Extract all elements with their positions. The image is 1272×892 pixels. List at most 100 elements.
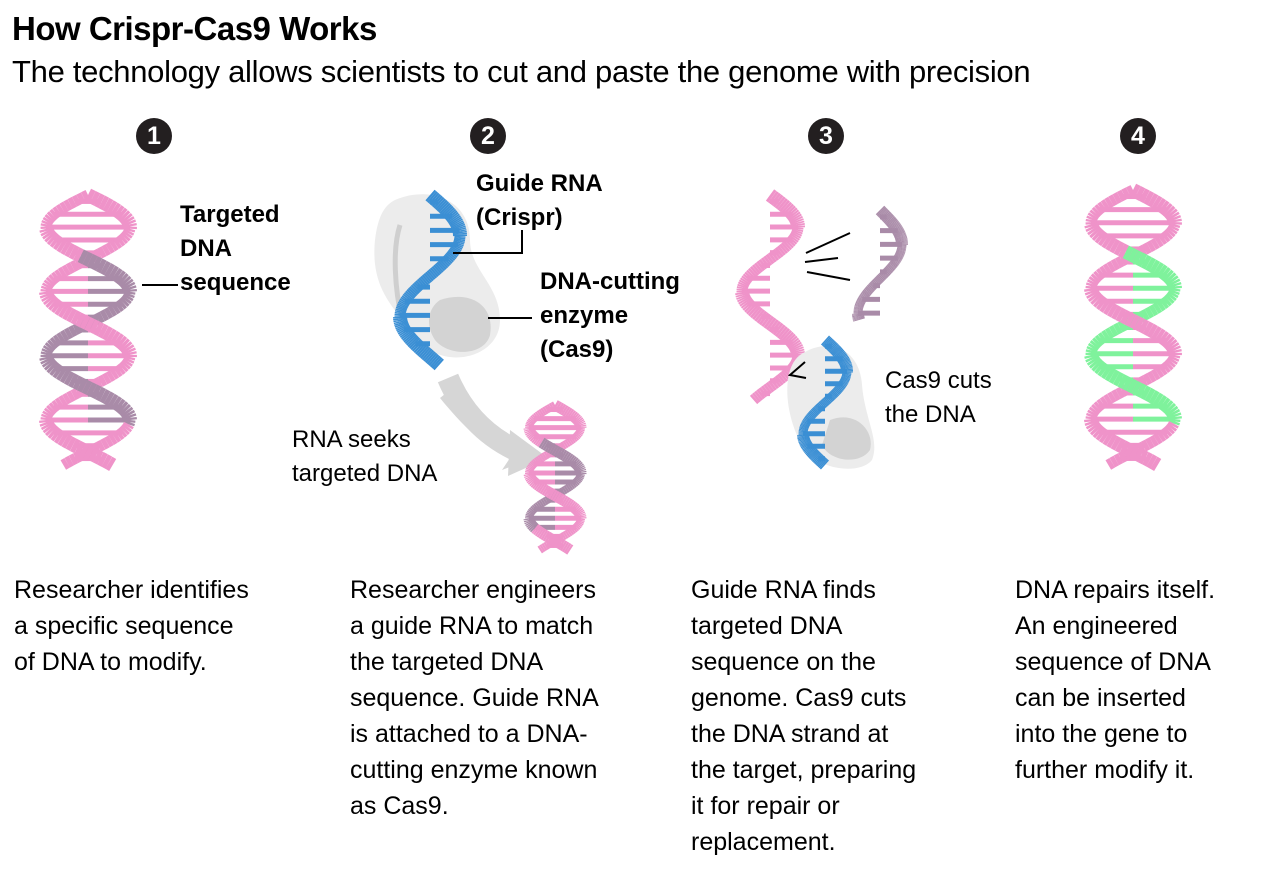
backbone-segment: [1104, 327, 1115, 340]
backbone-segment: [526, 429, 536, 438]
backbone-segment: [1089, 209, 1100, 219]
backbone-segment: [540, 438, 549, 450]
backbone-segment: [892, 257, 901, 263]
backbone-segment: [1089, 226, 1102, 239]
backbone-segment: [875, 205, 886, 216]
backbone-segment: [49, 362, 61, 376]
backbone-segment: [120, 360, 131, 370]
backbone-segment: [58, 395, 68, 407]
backbone-segment: [1129, 314, 1141, 330]
backbone-segment: [526, 465, 535, 471]
backbone-segment: [573, 507, 584, 516]
backbone-segment: [576, 474, 584, 480]
backbone-segment: [415, 280, 425, 290]
backbone-segment: [122, 347, 136, 356]
backbone-segment: [840, 378, 849, 384]
backbone-segment: [1085, 420, 1100, 430]
backbone-segment: [574, 463, 584, 471]
backbone-segment: [526, 510, 535, 516]
backbone-segment: [569, 435, 576, 444]
backbone-segment: [834, 385, 843, 393]
backbone-segment: [1137, 449, 1149, 465]
backbone-segment: [403, 292, 414, 301]
backbone-segment: [1168, 222, 1181, 229]
backbone-segment: [738, 279, 750, 287]
backbone-segment: [1113, 241, 1125, 256]
backbone-segment: [39, 355, 54, 361]
backbone-segment: [526, 520, 536, 528]
backbone-segment: [433, 264, 443, 275]
backbone-segment: [1086, 215, 1098, 222]
backbone-segment: [567, 482, 574, 491]
backbone-segment: [1090, 273, 1101, 284]
backbone-segment: [73, 247, 84, 263]
backbone-segment: [791, 229, 803, 235]
backbone-segment: [117, 427, 128, 438]
backbone-segment: [565, 544, 574, 555]
backbone-segment: [833, 386, 842, 395]
backbone-segment: [120, 231, 131, 242]
backbone-segment: [560, 532, 567, 541]
backbone-segment: [46, 404, 57, 415]
backbone-segment: [1084, 288, 1099, 296]
backbone-segment: [415, 342, 427, 355]
backbone-segment: [47, 339, 58, 350]
backbone-segment: [1085, 282, 1098, 288]
backbone-segment: [778, 243, 789, 254]
backbone-segment: [826, 393, 834, 402]
backbone-segment: [540, 407, 547, 416]
backbone-segment: [573, 523, 581, 530]
backbone-segment: [45, 295, 58, 308]
backbone-segment: [751, 264, 762, 275]
backbone-segment: [891, 258, 900, 265]
backbone-segment: [782, 368, 793, 379]
backbone-segment: [1096, 296, 1108, 311]
backbone-segment: [1095, 427, 1108, 441]
backbone-segment: [1093, 401, 1104, 412]
backbone-segment: [1117, 320, 1127, 333]
backbone-segment: [528, 522, 538, 531]
backbone-segment: [1103, 393, 1113, 406]
backbone-segment: [1118, 450, 1128, 464]
backbone-segment: [52, 236, 65, 251]
backbone-segment: [747, 267, 758, 278]
backbone-segment: [93, 376, 103, 389]
backbone-segment: [567, 410, 577, 421]
step-3-description: Guide RNA finds targeted DNA sequence on…: [691, 576, 917, 856]
backbone-segment: [892, 227, 904, 235]
backbone-segment: [531, 504, 539, 512]
backbone-segment: [889, 221, 900, 231]
backbone-segment: [109, 202, 122, 217]
backbone-segment: [433, 358, 444, 371]
backbone-segment: [45, 276, 56, 287]
backbone-segment: [1156, 300, 1166, 312]
backbone-segment: [1164, 339, 1178, 351]
backbone-segment: [541, 484, 550, 496]
backbone-segment: [1161, 362, 1171, 374]
backbone-segment: [1113, 322, 1123, 335]
backbone-segment: [570, 412, 580, 423]
backbone-segment: [819, 400, 827, 408]
backbone-segment: [407, 336, 419, 348]
backbone-segment: [1101, 329, 1111, 342]
backbone-segment: [42, 410, 54, 419]
backbone-segment: [884, 215, 895, 225]
backbone-segment: [571, 458, 581, 469]
backbone-segment: [818, 458, 828, 469]
backbone-segment: [885, 265, 894, 273]
backbone-segment: [1167, 421, 1179, 429]
backbone-segment: [530, 506, 538, 513]
backbone-segment: [1140, 439, 1151, 452]
backbone-segment: [43, 294, 56, 306]
backbone-segment: [801, 421, 810, 427]
backbone-segment: [68, 245, 80, 260]
backbone-segment: [835, 351, 847, 361]
backbone-segment: [1117, 373, 1129, 389]
backbone-segment: [874, 276, 883, 284]
backbone-segment: [1087, 342, 1099, 352]
backbone-segment: [110, 396, 123, 411]
backbone-segment: [119, 425, 130, 436]
seek-arrow-shaft: [437, 373, 525, 463]
backbone-segment: [524, 473, 536, 480]
backbone-segment: [544, 495, 551, 504]
